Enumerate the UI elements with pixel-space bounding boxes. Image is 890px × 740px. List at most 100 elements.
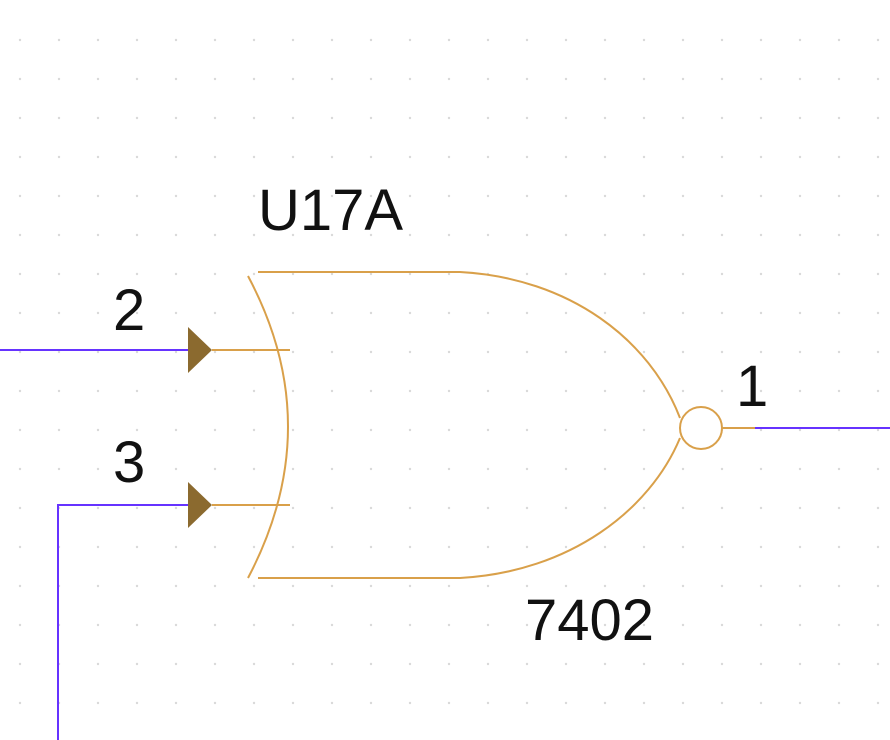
grid-dot (291, 467, 295, 471)
grid-dot (369, 350, 373, 354)
inversion-bubble (679, 406, 723, 450)
grid-dot (759, 623, 763, 627)
grid-dot (642, 389, 646, 393)
grid-dot (213, 662, 217, 666)
grid-dot (603, 701, 607, 705)
grid-dot (213, 116, 217, 120)
grid-dot (330, 272, 334, 276)
grid-dot (447, 272, 451, 276)
grid-dot (330, 701, 334, 705)
grid-dot (603, 623, 607, 627)
grid-dot (720, 311, 724, 315)
grid-dot (252, 77, 256, 81)
grid-dot (564, 428, 568, 432)
grid-dot (642, 77, 646, 81)
grid-dot (96, 116, 100, 120)
grid-dot (408, 194, 412, 198)
grid-dot (18, 662, 22, 666)
grid-dot (57, 467, 61, 471)
grid-dot (486, 467, 490, 471)
grid-dot (642, 584, 646, 588)
grid-dot (603, 584, 607, 588)
grid-dot (18, 623, 22, 627)
grid-dot (252, 467, 256, 471)
grid-dot (876, 155, 880, 159)
grid-dot (876, 311, 880, 315)
pin-3-label: 3 (113, 430, 146, 495)
grid-dot (174, 623, 178, 627)
grid-dot (525, 116, 529, 120)
grid-dot (57, 194, 61, 198)
grid-dot (330, 545, 334, 549)
grid-dot (837, 428, 841, 432)
grid-dot (447, 233, 451, 237)
grid-dot (213, 428, 217, 432)
grid-dot (408, 311, 412, 315)
grid-dot (837, 584, 841, 588)
grid-dot (759, 350, 763, 354)
grid-dot (603, 350, 607, 354)
grid-dot (330, 77, 334, 81)
grid-dot (681, 467, 685, 471)
grid-dot (174, 311, 178, 315)
grid-dot (720, 701, 724, 705)
grid-dot (174, 467, 178, 471)
grid-dot (525, 467, 529, 471)
input-wire-b[interactable] (57, 504, 190, 740)
grid-dot (174, 194, 178, 198)
grid-dot (252, 584, 256, 588)
grid-dot (603, 233, 607, 237)
grid-dot (252, 545, 256, 549)
grid-dot (876, 272, 880, 276)
grid-dot (486, 701, 490, 705)
grid-dot (564, 662, 568, 666)
grid-dot (798, 38, 802, 42)
grid-dot (135, 545, 139, 549)
grid-dot (57, 155, 61, 159)
grid-dot (369, 38, 373, 42)
grid-dot (798, 116, 802, 120)
grid-dot (18, 350, 22, 354)
grid-dot (96, 194, 100, 198)
grid-dot (642, 545, 646, 549)
grid-dot (447, 311, 451, 315)
grid-dot (96, 389, 100, 393)
grid-dot (96, 506, 100, 510)
grid-dot (135, 194, 139, 198)
grid-dot (330, 662, 334, 666)
grid-dot (681, 233, 685, 237)
grid-dot (798, 428, 802, 432)
grid-dot (876, 116, 880, 120)
nor-gate-body[interactable] (247, 271, 681, 579)
grid-dot (642, 662, 646, 666)
grid-dot (369, 623, 373, 627)
grid-dot (252, 428, 256, 432)
grid-dot (369, 272, 373, 276)
grid-dot (96, 350, 100, 354)
grid-dot (564, 116, 568, 120)
grid-dot (330, 389, 334, 393)
grid-dot (837, 116, 841, 120)
grid-dot (252, 623, 256, 627)
grid-dot (291, 311, 295, 315)
grid-dot (525, 350, 529, 354)
grid-dot (603, 272, 607, 276)
grid-dot (486, 194, 490, 198)
grid-dot (291, 506, 295, 510)
grid-dot (564, 38, 568, 42)
grid-dot (876, 545, 880, 549)
grid-dot (18, 272, 22, 276)
grid-dot (135, 662, 139, 666)
grid-dot (57, 38, 61, 42)
grid-dot (525, 233, 529, 237)
grid-dot (291, 77, 295, 81)
grid-dot (486, 389, 490, 393)
grid-dot (291, 38, 295, 42)
grid-dot (57, 389, 61, 393)
grid-dot (486, 77, 490, 81)
grid-dot (447, 116, 451, 120)
grid-dot (408, 701, 412, 705)
grid-dot (681, 194, 685, 198)
